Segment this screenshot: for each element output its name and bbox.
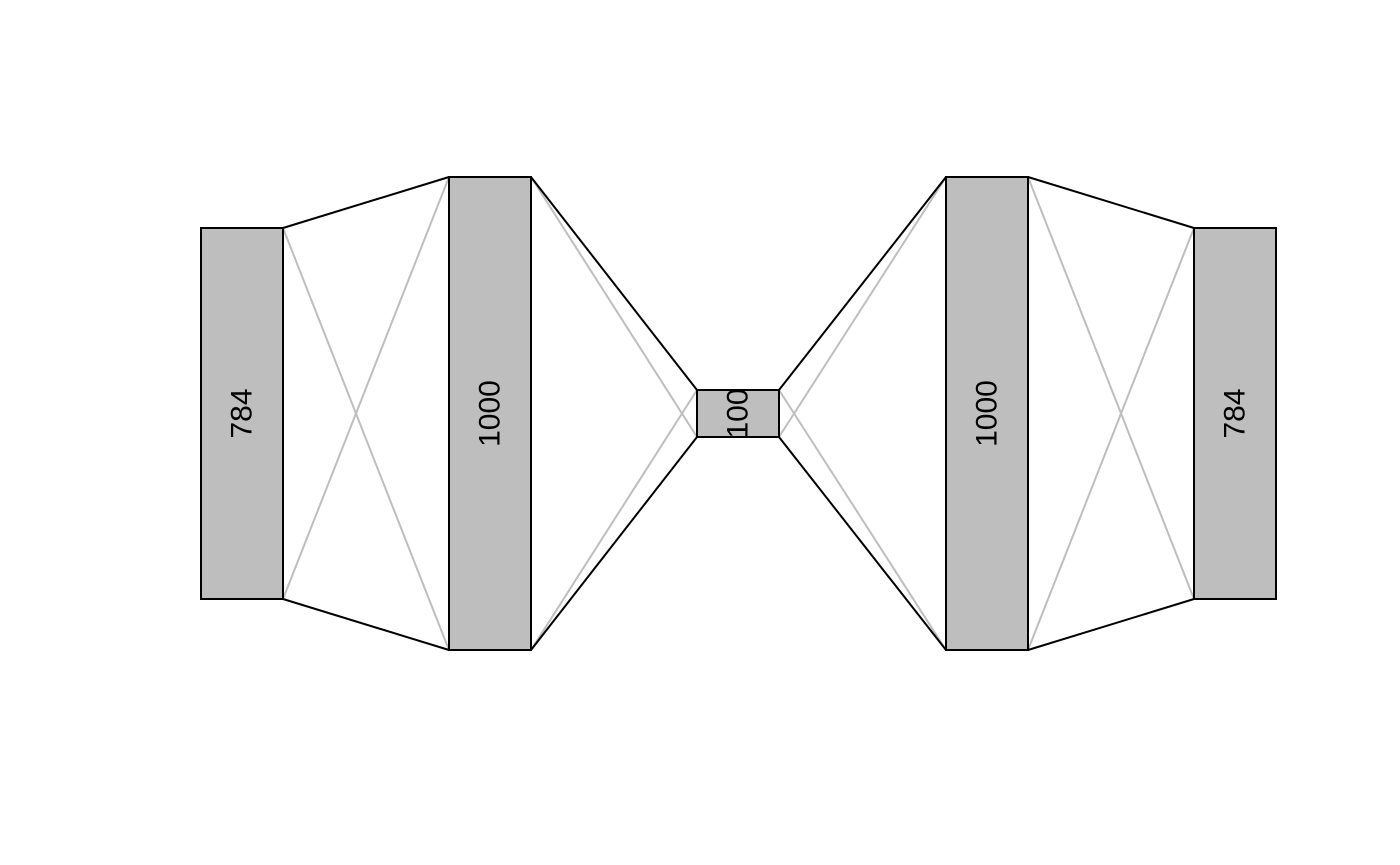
edge-input-to-encoder-hidden-cross-up (282, 176, 450, 600)
layer-label-decoder-hidden: 1000 (971, 380, 1004, 447)
edge-encoder-hidden-to-bottleneck-cross-up (530, 389, 698, 651)
layer-box-encoder-hidden (448, 176, 532, 651)
layer-label-input: 784 (226, 388, 259, 438)
edge-bottleneck-to-decoder-hidden-cross-down (778, 389, 947, 651)
edge-decoder-hidden-to-output-top (1027, 176, 1195, 229)
edge-decoder-hidden-to-output-bottom (1027, 598, 1195, 651)
layer-label-encoder-hidden: 1000 (474, 380, 507, 447)
edge-encoder-hidden-to-bottleneck-top (530, 176, 698, 391)
edge-encoder-hidden-to-bottleneck-bottom (530, 436, 698, 651)
edge-encoder-hidden-to-bottleneck-cross-down (530, 176, 698, 438)
edge-input-to-encoder-hidden-bottom (282, 598, 450, 651)
layer-box-input (200, 227, 284, 600)
edge-bottleneck-to-decoder-hidden-cross-up (778, 176, 947, 438)
layer-connections (282, 176, 1195, 651)
layer-box-decoder-hidden (945, 176, 1029, 651)
layer-label-output: 784 (1219, 388, 1252, 438)
edge-input-to-encoder-hidden-top (282, 176, 450, 229)
layer-box-bottleneck (696, 389, 780, 438)
edge-bottleneck-to-decoder-hidden-bottom (778, 436, 947, 651)
layer-label-bottleneck: 100 (722, 388, 755, 438)
edge-decoder-hidden-to-output-cross-up (1027, 227, 1195, 651)
edge-input-to-encoder-hidden-cross-down (282, 227, 450, 651)
layer-box-output (1193, 227, 1277, 600)
edge-decoder-hidden-to-output-cross-down (1027, 176, 1195, 600)
edge-bottleneck-to-decoder-hidden-top (778, 176, 947, 391)
